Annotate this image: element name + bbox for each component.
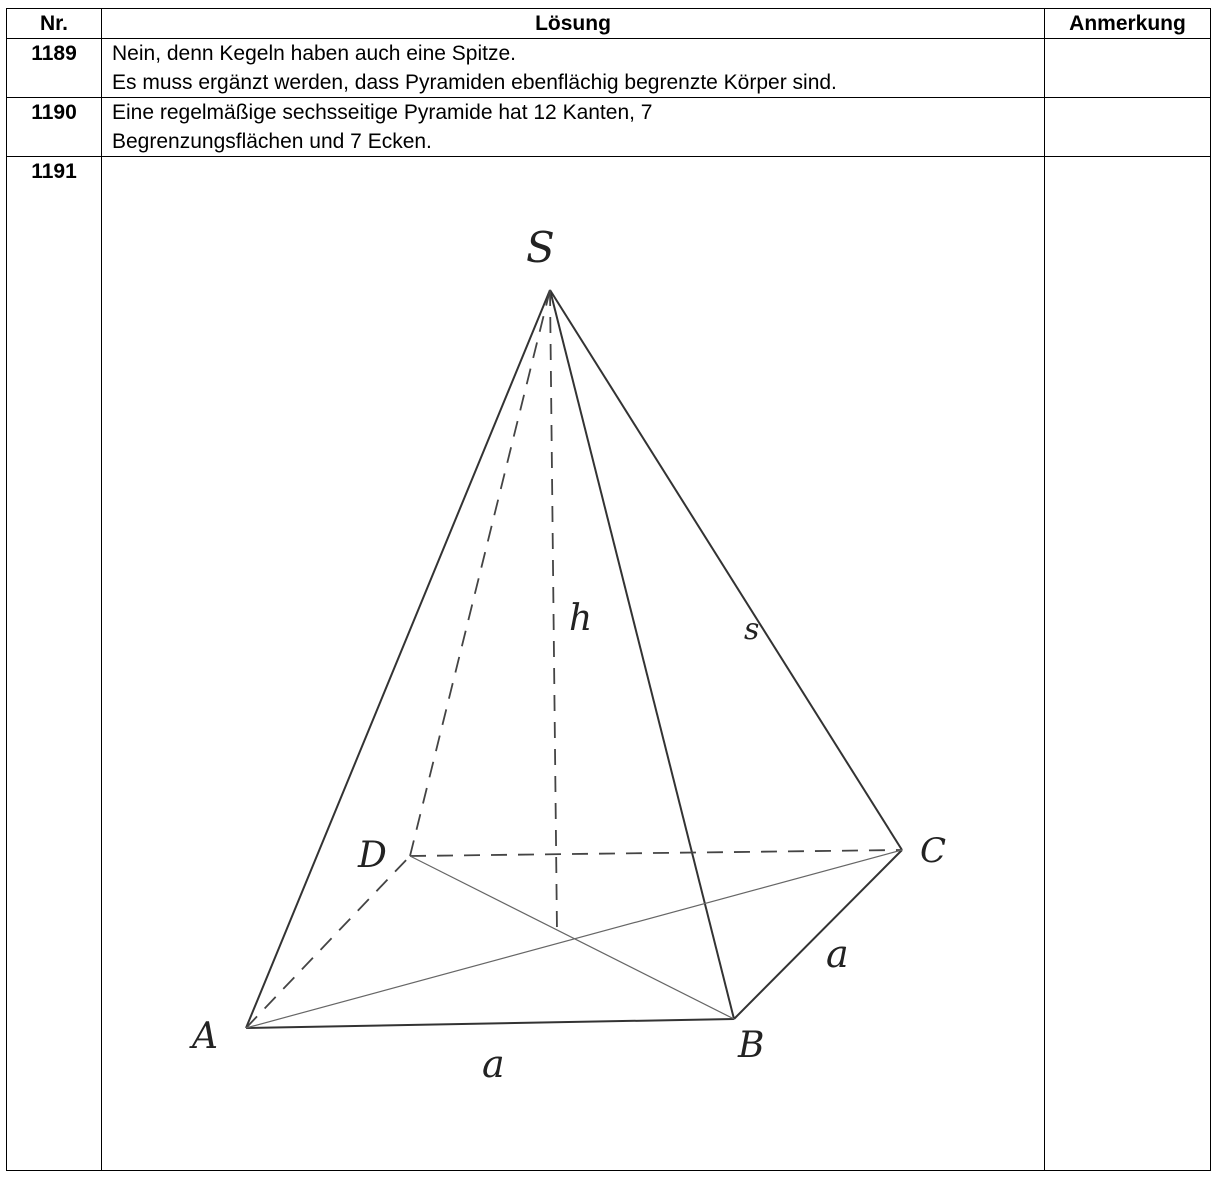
task-number: 1189	[6, 38, 102, 98]
diagonal-DB	[409, 855, 735, 1020]
label-h: h	[569, 598, 592, 639]
label-B: B	[737, 1025, 764, 1066]
solution-cell: Nein, denn Kegeln haben auch eine Spitze…	[101, 38, 1045, 98]
note-cell	[1044, 38, 1211, 98]
edge-SB	[549, 289, 735, 1020]
task-number: 1190	[6, 97, 102, 157]
pyramid-figure: S h s D C A B a a	[102, 157, 1044, 1170]
pyramid-sketch: S h s D C A B a a	[189, 223, 946, 1086]
header-anmerkung: Anmerkung	[1044, 8, 1211, 39]
label-C: C	[920, 831, 946, 871]
edge-SC	[549, 289, 903, 851]
label-A: A	[189, 1016, 218, 1057]
label-D: D	[357, 835, 387, 876]
label-S: S	[526, 223, 555, 272]
header-nr: Nr.	[6, 8, 102, 39]
table-header-row: Nr. Lösung Anmerkung	[6, 8, 1211, 39]
edge-SD-hidden	[409, 289, 551, 857]
edge-SA	[245, 289, 551, 1029]
solution-cell: Eine regelmäßige sechsseitige Pyramide h…	[101, 97, 1045, 157]
header-loesung: Lösung	[101, 8, 1045, 39]
note-cell	[1044, 97, 1211, 157]
note-cell	[1044, 156, 1211, 1171]
solution-line: Nein, denn Kegeln haben auch eine Spitze…	[112, 42, 516, 65]
edge-AB	[245, 1018, 735, 1029]
table-row: 1190 Eine regelmäßige sechsseitige Pyram…	[6, 97, 1211, 157]
task-number: 1191	[6, 156, 102, 1171]
solution-cell: S h s D C A B a a	[101, 156, 1045, 1171]
table-row: 1189 Nein, denn Kegeln haben auch eine S…	[6, 38, 1211, 98]
solution-line: Es muss ergänzt werden, dass Pyramiden e…	[112, 71, 837, 94]
label-s: s	[744, 612, 759, 647]
edge-DC-hidden	[409, 849, 903, 857]
table-row: 1191	[6, 156, 1211, 1171]
edge-AD-hidden	[245, 855, 411, 1029]
edge-BC	[733, 849, 903, 1020]
solution-table: Nr. Lösung Anmerkung 1189 Nein, denn Keg…	[6, 8, 1211, 1171]
solution-line: Eine regelmäßige sechsseitige Pyramide h…	[112, 101, 653, 124]
solution-line: Begrenzungsflächen und 7 Ecken.	[112, 130, 432, 153]
label-a-right: a	[826, 932, 849, 976]
height-line	[549, 289, 558, 933]
label-a-bottom: a	[482, 1042, 505, 1086]
